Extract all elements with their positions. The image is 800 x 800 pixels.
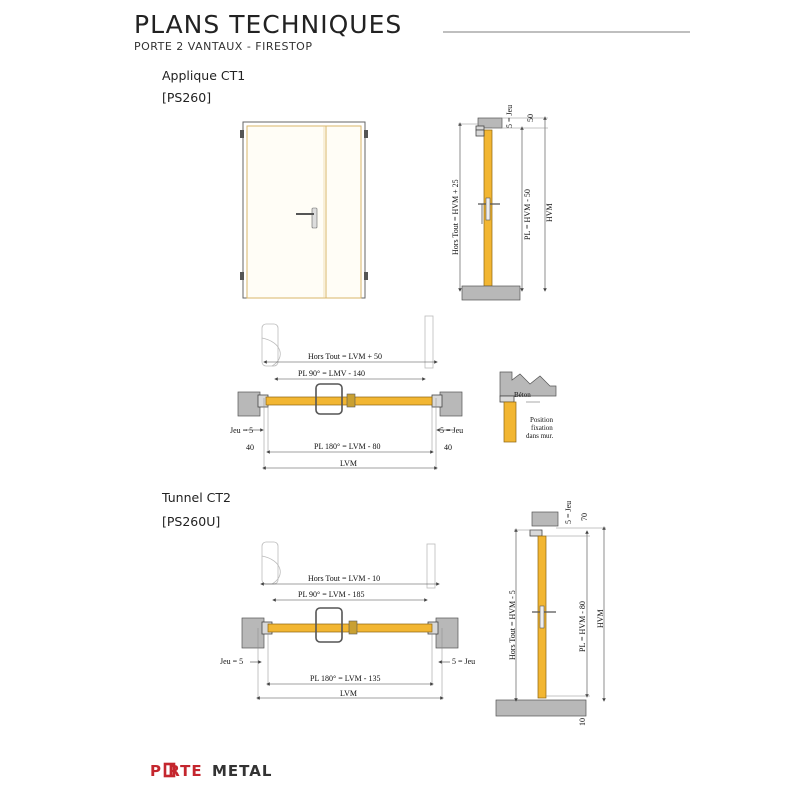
label-jeu-left-2: Jeu = 5 xyxy=(220,657,243,666)
label-side-right-1: 40 xyxy=(444,443,452,452)
logo-part-2: METAL xyxy=(212,762,272,780)
label-jeu-top-2: 5 = Jeu xyxy=(564,501,573,524)
label-pl-v2: PL = HVM - 80 xyxy=(578,601,587,652)
handle-plate-icon xyxy=(311,207,318,229)
note-line-1: Position xyxy=(530,416,553,424)
label-jeu-right-2: 5 = Jeu xyxy=(452,657,475,666)
label-hvm-2: HVM xyxy=(596,609,605,628)
note-line-2: fixation xyxy=(531,424,553,432)
label-gap-top-2: 70 xyxy=(580,513,589,521)
label-jeu-top-1: 5 = Jeu xyxy=(505,105,514,128)
label-pl180-p2: PL 180° = LVM - 135 xyxy=(310,674,380,683)
section-1-name: Applique CT1 xyxy=(162,68,245,83)
section-2-name: Tunnel CT2 xyxy=(161,490,231,505)
logo-door-icon xyxy=(163,762,176,778)
note-line-3: dans mur. xyxy=(526,432,553,440)
vertical-section-ct2 xyxy=(495,511,606,717)
label-hors-tout-v2: Hors Tout = HVM - 5 xyxy=(508,590,517,660)
label-hvm-1: HVM xyxy=(545,203,554,222)
plan-section-ct2 xyxy=(241,541,459,700)
label-pl90-p1: PL 90° = LMV - 140 xyxy=(298,369,365,378)
label-hors-tout-p1: Hors Tout = LVM + 50 xyxy=(308,352,382,361)
wall-fixing-detail xyxy=(499,371,557,443)
plan-section-ct1 xyxy=(237,315,463,470)
section-1-ref: [PS260] xyxy=(162,90,211,105)
label-pl90-p2: PL 90° = LVM - 185 xyxy=(298,590,364,599)
label-lvm-1: LVM xyxy=(340,459,357,468)
label-gap-bottom-2: 10 xyxy=(578,718,587,726)
page-title: PLANS TECHNIQUES xyxy=(134,10,402,39)
vertical-section-ct1 xyxy=(458,116,548,301)
label-pl180-p1: PL 180° = LVM - 80 xyxy=(314,442,380,451)
page-subtitle: PORTE 2 VANTAUX - FIRESTOP xyxy=(134,40,312,53)
door-elevation xyxy=(240,121,368,299)
logo-part-1: P RTE xyxy=(150,762,203,780)
section-2-ref: [PS260U] xyxy=(162,514,220,529)
label-lvm-2: LVM xyxy=(340,689,357,698)
label-side-left-1: 40 xyxy=(246,443,254,452)
label-pl-v1: PL = HVM - 50 xyxy=(523,189,532,240)
label-material: Béton xyxy=(514,391,531,399)
label-hors-tout-v1: Hors Tout = HVM + 25 xyxy=(451,179,460,255)
logo: P RTE METAL xyxy=(150,762,272,780)
label-hors-tout-p2: Hors Tout = LVM - 10 xyxy=(308,574,380,583)
label-jeu-left-1: Jeu = 5 xyxy=(230,426,253,435)
label-gap-top-1: 50 xyxy=(526,114,535,122)
label-jeu-right-1: 5 = Jeu xyxy=(440,426,463,435)
